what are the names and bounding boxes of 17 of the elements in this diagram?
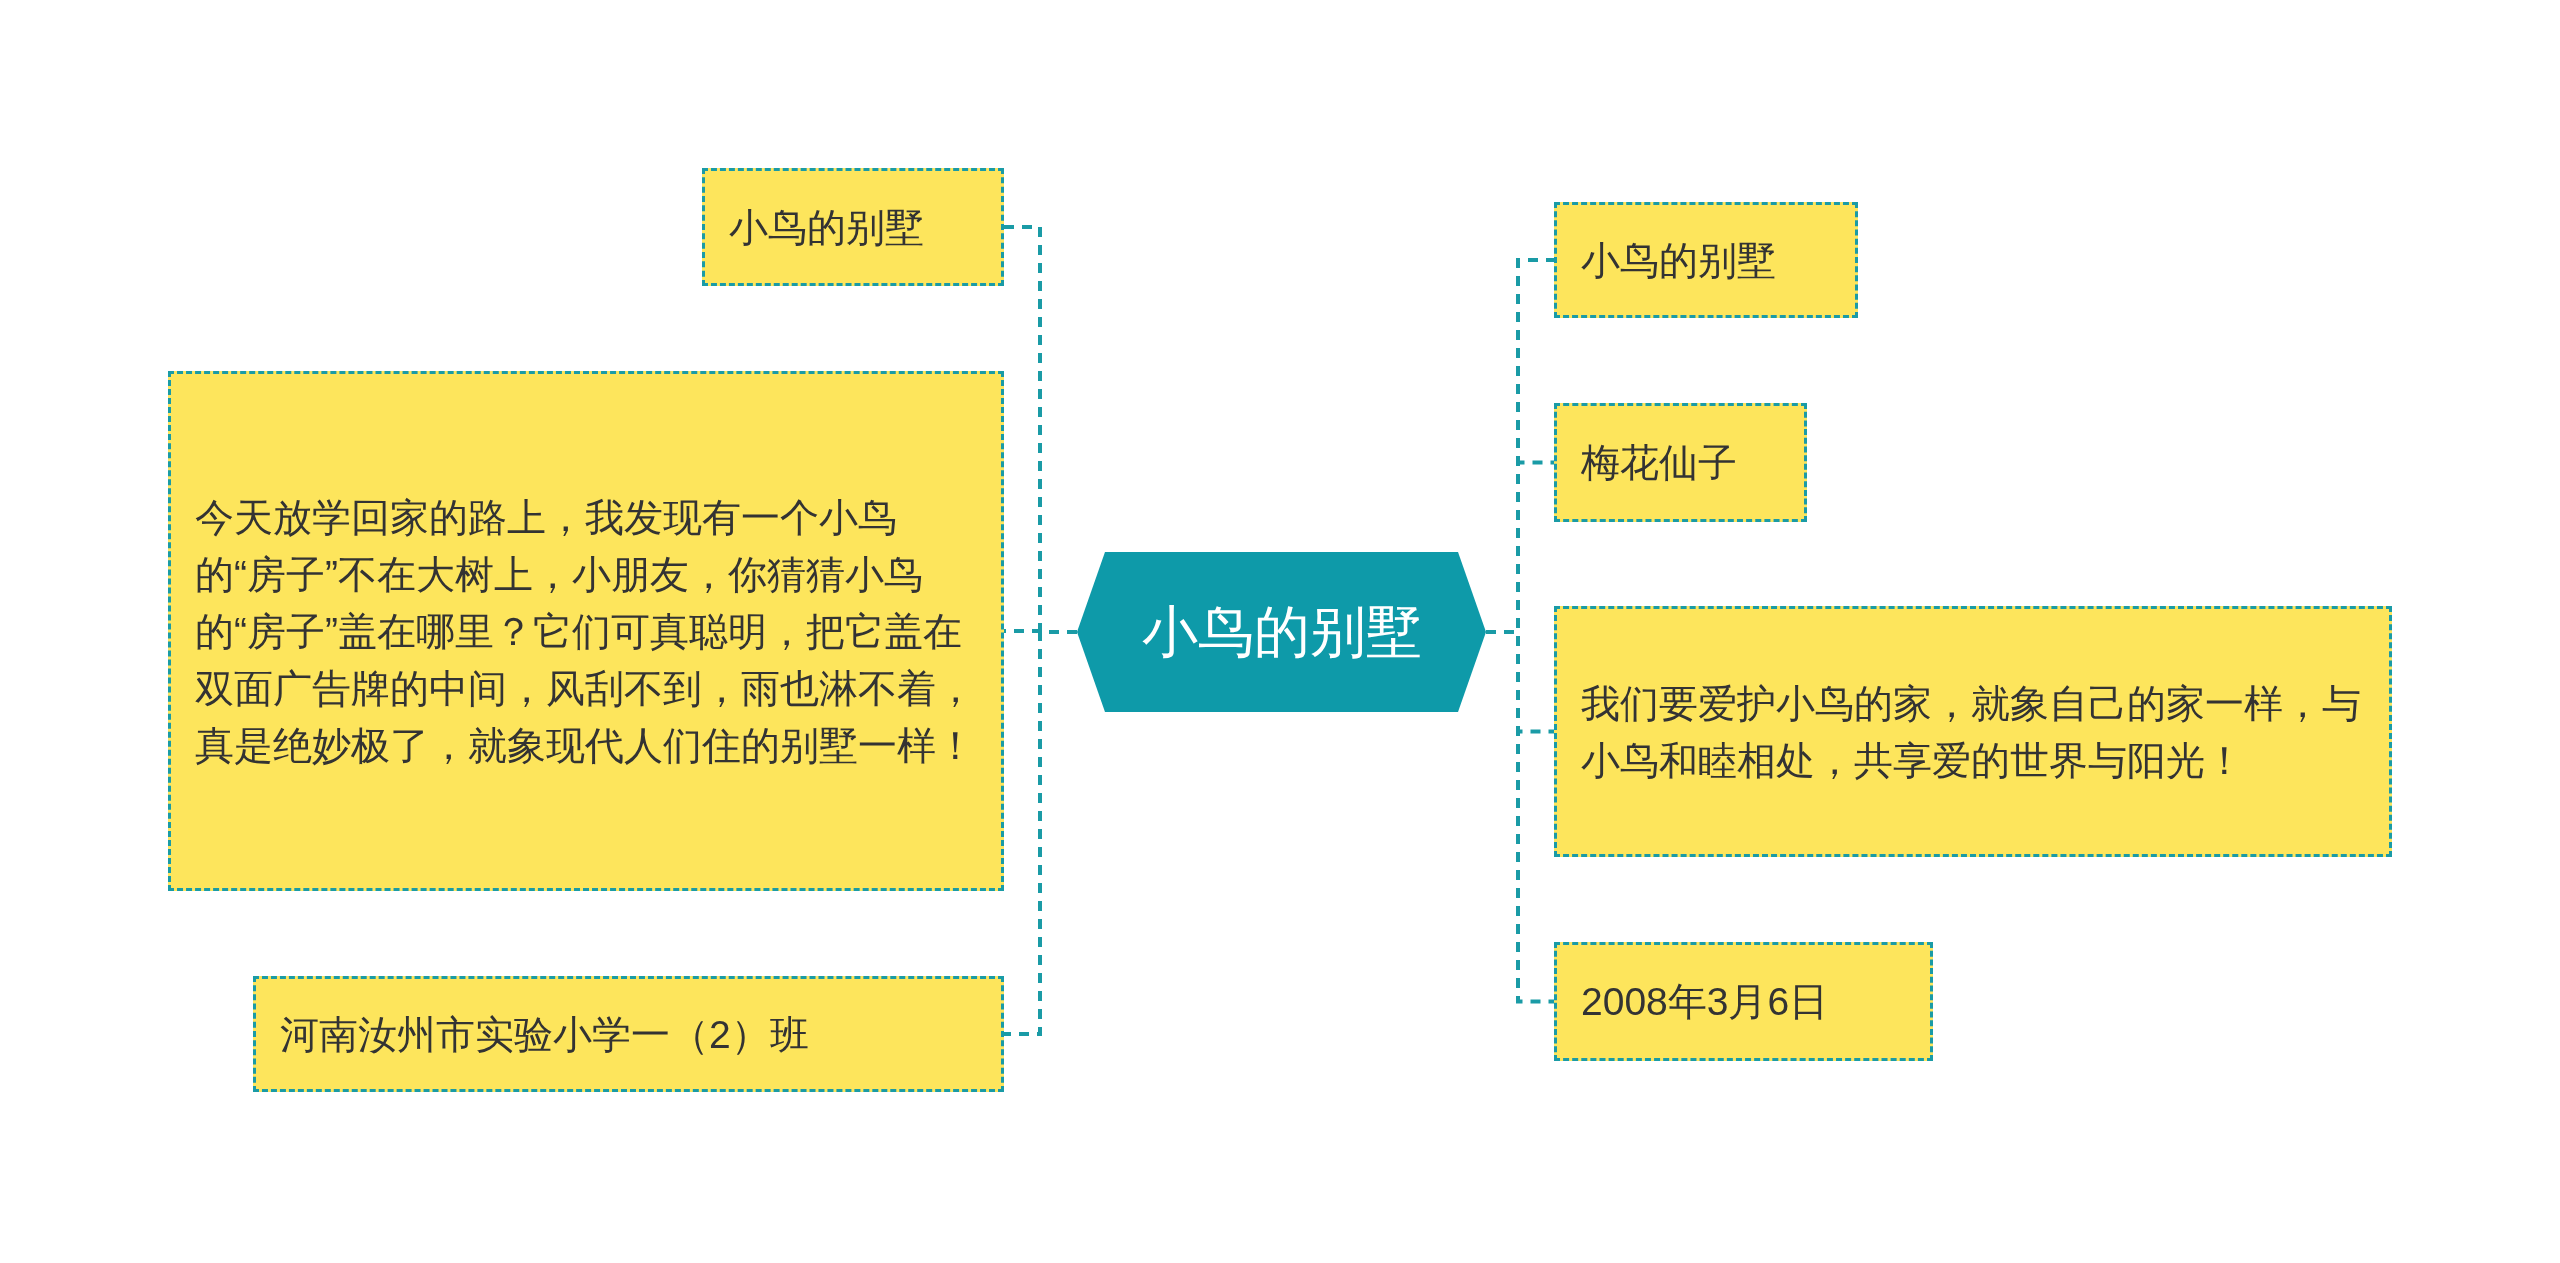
topic-text: 小鸟的别墅: [729, 204, 925, 251]
topic-text: 今天放学回家的路上，我发现有一个小鸟的“房子”不在大树上，小朋友，你猜猜小鸟的“房子”盖在哪里？它们可真聪明，把它盖在双面广告牌的中间，风刮不到，雨也淋不着，真是绝妙极了，就象现代人们住的别墅一样！: [195, 494, 976, 769]
topic-text: 我们要爱护小鸟的家，就象自己的家一样，与小鸟和睦相处，共享爱的世界与阳光！: [1581, 680, 2362, 784]
topic-text: 2008年3月6日: [1581, 979, 1830, 1025]
topic-text: 河南汝州市实验小学一（2）班: [280, 1011, 810, 1058]
topic-text: 梅花仙子: [1581, 440, 1738, 486]
topic-box: [168, 371, 1004, 891]
topic-box: [1554, 606, 2392, 857]
topic-box: [253, 976, 1004, 1092]
topic-box: [1554, 403, 1807, 522]
topic-box: [702, 168, 1004, 286]
topic-text: 小鸟的别墅: [1581, 237, 1777, 284]
topic-box: [1554, 202, 1858, 318]
topic-box: [1554, 942, 1933, 1061]
topic-text: 小鸟的别墅: [1141, 599, 1422, 665]
connector-line: [1004, 630, 1077, 1036]
connector-line: [1486, 630, 1554, 1004]
